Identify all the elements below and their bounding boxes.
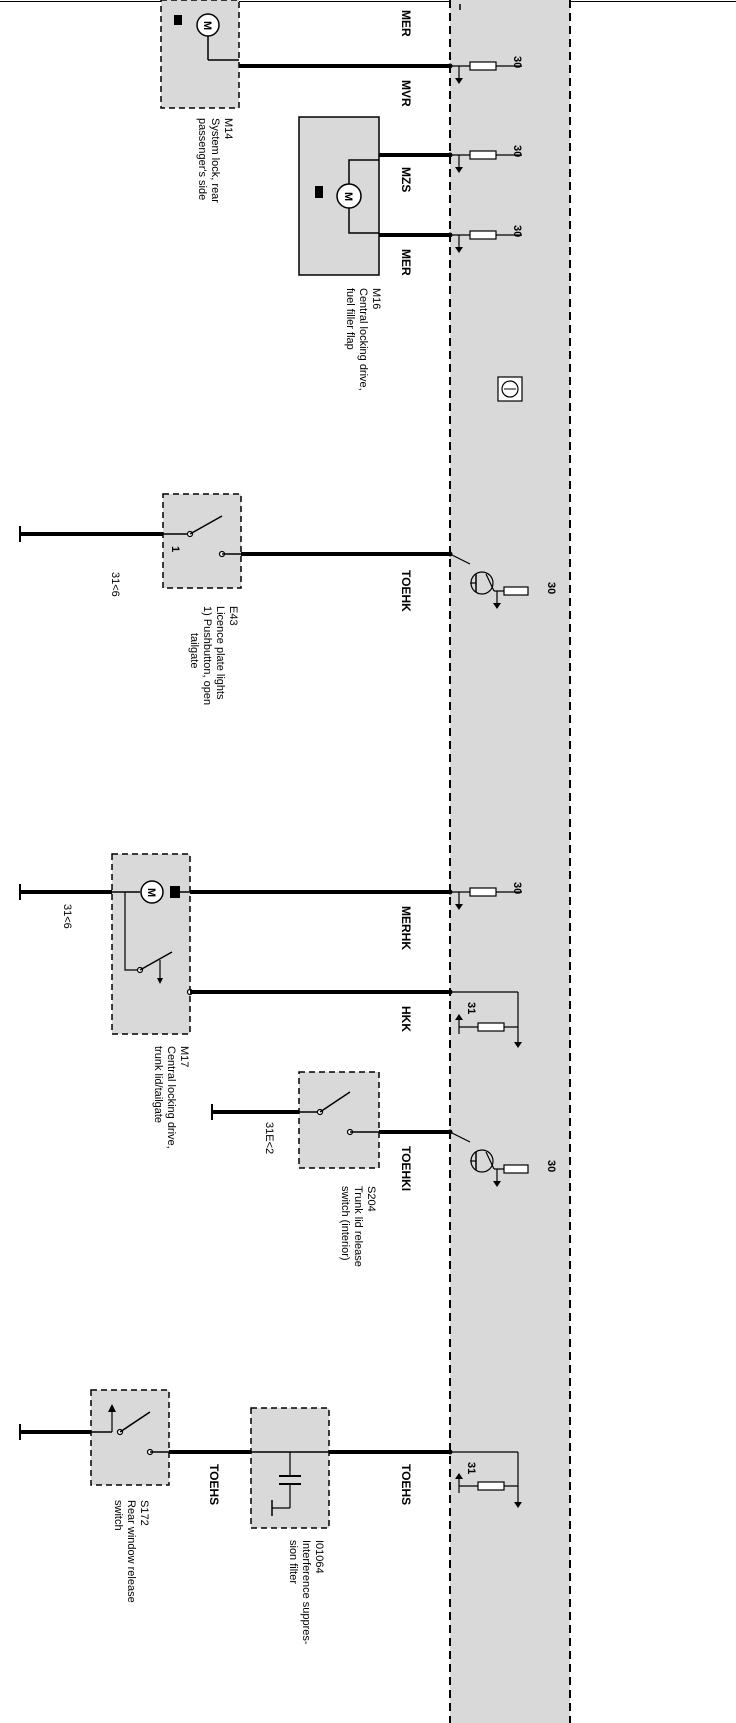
m16-connector-icon [315,186,323,198]
e43-desc-1: Licence plate lights [214,606,226,700]
component-m14: M [160,0,240,109]
m16-id: M16 [370,288,382,309]
s172-desc-2: switch [112,1500,124,1531]
m17-motor-label: M [145,888,157,897]
m14-desc-1: System lock, rear [209,118,221,203]
ground-label-s204: 31E<2 [263,1122,275,1154]
component-i01064 [250,1407,330,1529]
component-m17: M [111,853,194,1035]
wire-label-merhk: MERHK [399,906,413,950]
m17-connector-icon [170,886,180,898]
m17-switch-blade [139,951,173,971]
terminal-30-b: 30 [511,145,523,157]
m16-desc-2: fuel filler flap [344,288,356,350]
module-input-30-b: 30 [447,145,523,173]
module-input-30-e: 30 [447,882,523,910]
terminal-30-d: 30 [545,582,557,594]
e43-desc-2: 1) Pushbutton, open [201,606,213,705]
e43-desc-3: tailgate [188,633,200,668]
s204-desc-1: Trunk lid release [352,1186,364,1267]
wire-label-toehki: TOEHKI [399,1146,413,1191]
module-input-31-b: 31 [447,1449,522,1508]
m17-desc-2: trunk lid/tailgate [152,1046,164,1123]
m14-id: M14 [222,118,234,139]
wire-label-mzs: MZS [399,167,413,192]
terminal-30-a: 30 [511,56,523,68]
i01064-desc-2: sion filter [287,1540,299,1584]
e43-switch-blade [189,515,223,535]
module-icon [497,376,523,402]
s172-box [90,1389,170,1486]
s172-switch-blade [119,1411,151,1433]
wire-label-mer: MER [399,249,413,276]
i01064-desc-1: Interference suppres- [300,1540,312,1645]
wire-label-mvr: MVR [399,80,413,107]
s204-box [298,1071,380,1169]
m17-motor-symbol [140,880,164,904]
m16-motor-label: M [342,192,354,201]
component-s172 [90,1389,170,1486]
ground-label-e43: 31<6 [109,572,121,597]
m17-id: M17 [178,1046,190,1067]
m17-desc-1: Central locking drive, [165,1046,177,1149]
s204-id: S204 [365,1186,377,1212]
module-input-30-a: 30 [447,56,523,84]
wire-label-toehs-right: TOEHS [399,1464,413,1505]
i01064-id: I01064 [313,1540,325,1574]
m17-switch-lead [124,892,140,971]
s172-desc-1: Rear window release [125,1500,137,1603]
wire-label-toehk: TOEHK [399,570,413,612]
control-module [450,0,570,1723]
component-e43: 1 [162,493,242,589]
terminal-31-a: 31 [465,1002,477,1014]
wire-label-mer-top: MER [399,10,413,37]
m14-motor-label: M [201,21,213,30]
module-input-31-a: 31 [447,989,522,1048]
ground-label-m17: 31<6 [61,904,73,929]
wire-label-toehs-left: TOEHS [207,1464,221,1505]
terminal-30-c: 30 [511,225,523,237]
wire-label-hkk: HKK [399,1006,413,1032]
terminal-30-f: 30 [545,1160,557,1172]
terminal-30-e: 30 [511,882,523,894]
m14-connector-icon [174,15,182,25]
m16-lead-top [348,159,379,184]
terminal-31-b: 31 [465,1462,477,1474]
m16-desc-1: Central locking drive, [357,288,369,391]
m14-box [160,0,240,109]
module-input-transistor-toehk: 30 [447,551,557,609]
s204-switch-blade [319,1091,351,1113]
module-input-30-c: 30 [447,225,523,253]
m14-desc-2: passenger's side [196,118,208,200]
component-s204 [298,1071,380,1169]
e43-marker: 1 [169,546,181,552]
s172-id: S172 [138,1500,150,1526]
s204-desc-2: switch (interior) [339,1186,351,1261]
e43-id: E43 [227,606,239,626]
e43-box [162,493,242,589]
m16-lead-bottom [348,208,379,234]
component-m16: M [298,116,380,276]
module-input-transistor-toehki: 30 [447,1129,557,1187]
